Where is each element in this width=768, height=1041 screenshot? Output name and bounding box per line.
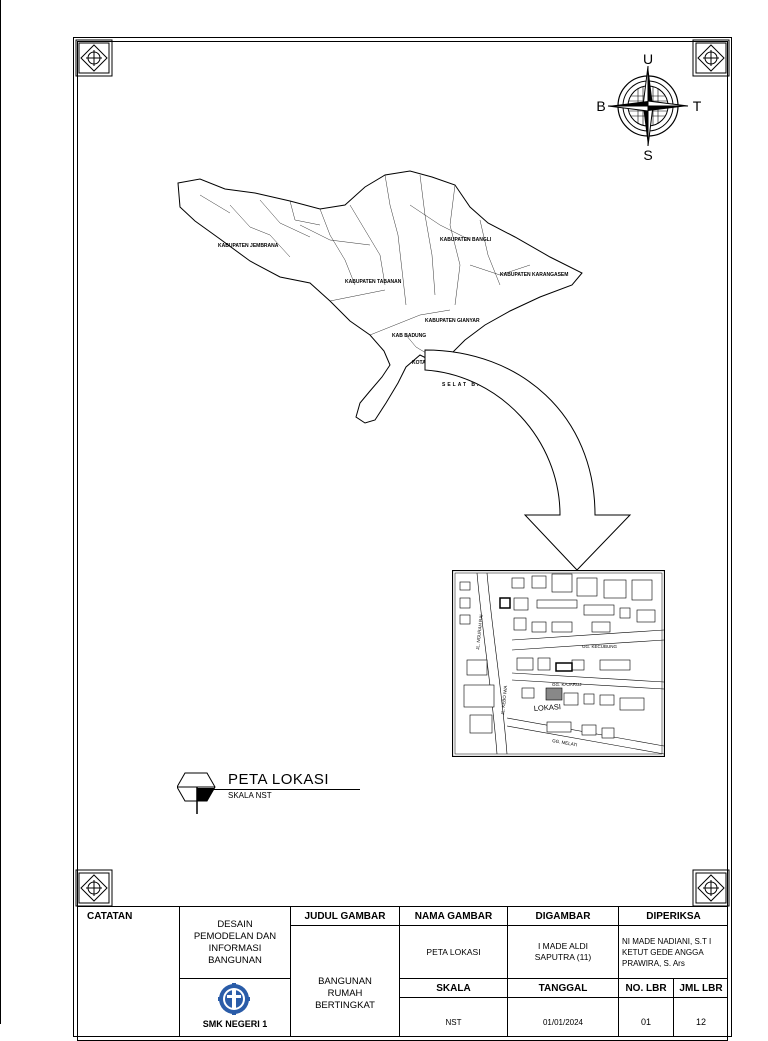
map-label-selat: SELAT BADUNG xyxy=(442,382,505,388)
compass-north-label: U xyxy=(643,51,653,67)
school-cell: SMK NEGERI 1 xyxy=(179,978,290,1036)
nolbr-value: 01 xyxy=(618,997,673,1036)
map-label-karangasem: KABUPATEN KARANGASEM xyxy=(500,272,568,278)
corner-ornament-bottom-right xyxy=(692,869,730,907)
diperiksa-value-cell: NI MADE NADIANI, S.T I KETUT GEDE ANGGA … xyxy=(618,925,728,978)
site-street-kajaruj: GG. KAJARUJ xyxy=(552,682,582,687)
skala-value: NST xyxy=(399,997,507,1036)
map-title: PETA LOKASI xyxy=(228,771,330,788)
school-name: SMK NEGERI 1 xyxy=(202,1019,268,1029)
compass-south-label: S xyxy=(643,147,652,162)
section-marker-icon xyxy=(177,772,216,814)
skala-header: SKALA xyxy=(399,978,507,997)
tanggal-header: TANGGAL xyxy=(507,978,618,997)
map-title-underline xyxy=(214,789,360,790)
jmllbr-value: 12 xyxy=(673,997,728,1036)
diperiksa-value: NI MADE NADIANI, S.T I KETUT GEDE ANGGA … xyxy=(622,937,712,968)
compass-west-label: B xyxy=(596,98,605,114)
notes-cell: CATATAN xyxy=(77,906,179,1036)
tanggal-value: 01/01/2024 xyxy=(507,997,618,1036)
school-logo-icon xyxy=(218,983,250,1015)
callout-arrow xyxy=(424,349,632,571)
program-name: DESAIN PEMODELAN DAN INFORMASI BANGUNAN xyxy=(193,918,277,966)
map-label-tabanan: KABUPATEN TABANAN xyxy=(345,279,402,285)
corner-ornament-top-left xyxy=(75,39,113,77)
title-block: CATATAN DESAIN PEMODELAN DAN INFORMASI B… xyxy=(77,906,728,1036)
nama-header: NAMA GAMBAR xyxy=(399,906,507,925)
map-label-badung: KAB BADUNG xyxy=(392,333,426,339)
notes-header: CATATAN xyxy=(87,911,133,922)
page-edge-line xyxy=(0,0,1,1024)
site-street-ngurah-rai: JL. NGURAH RAI xyxy=(475,614,484,650)
nolbr-header: NO. LBR xyxy=(618,978,673,997)
site-street-kebo-iwa: JL. KEBO IWA xyxy=(500,685,508,715)
judul-value-cell: BANGUNAN RUMAH BERTINGKAT xyxy=(290,925,399,1036)
corner-ornament-top-right xyxy=(692,39,730,77)
map-label-bangli: KABUPATEN BANGLI xyxy=(440,237,492,243)
jmllbr-header: JML LBR xyxy=(673,978,728,997)
map-scale-label: SKALA NST xyxy=(228,791,272,800)
nama-value: PETA LOKASI xyxy=(399,925,507,978)
compass-east-label: T xyxy=(693,98,702,114)
map-label-jembrana: KABUPATEN JEMBRANA xyxy=(218,243,279,249)
digambar-header: DIGAMBAR xyxy=(507,906,618,925)
diperiksa-header: DIPERIKSA xyxy=(618,906,728,925)
judul-header: JUDUL GAMBAR xyxy=(290,906,399,925)
digambar-value-cell: I MADE ALDI SAPUTRA (11) xyxy=(507,925,618,978)
site-street-melati: GG. MELATI xyxy=(552,738,578,747)
site-plan-inset: GG. KECUBUNG GG. KAJARUJ GG. MELATI JL. … xyxy=(452,570,665,757)
compass-rose-icon: U S B T xyxy=(596,51,702,162)
digambar-value: I MADE ALDI SAPUTRA (11) xyxy=(534,941,592,962)
site-location-label: LOKASI xyxy=(534,702,562,713)
map-label-gianyar: KABUPATEN GIANYAR xyxy=(425,318,480,324)
corner-ornament-bottom-left xyxy=(75,869,113,907)
site-street-kecubung: GG. KECUBUNG xyxy=(582,644,618,649)
program-cell: DESAIN PEMODELAN DAN INFORMASI BANGUNAN xyxy=(179,906,290,978)
judul-value: BANGUNAN RUMAH BERTINGKAT xyxy=(315,975,375,1011)
